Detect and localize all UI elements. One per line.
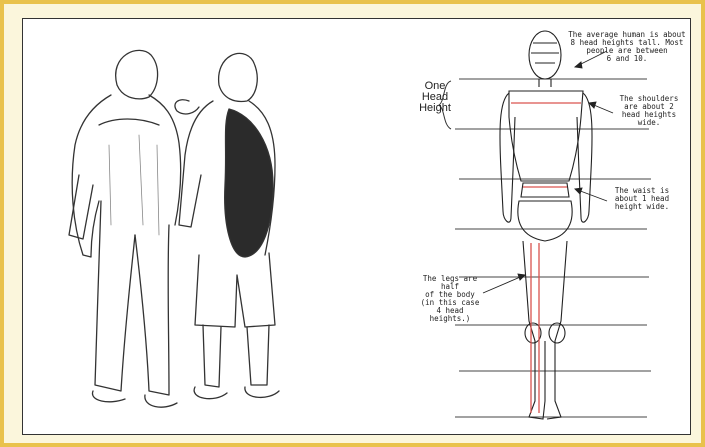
annotation-waist: The waist is about 1 head height wide. — [607, 187, 677, 211]
mannequin-figure — [500, 31, 592, 419]
annotation-shoulders: The shoulders are about 2 head heights w… — [613, 95, 685, 127]
annotation-average-height: The average human is about 8 head height… — [565, 31, 689, 63]
annotation-arrows — [483, 51, 613, 293]
illustration-panel: One Head Height The average human is abo… — [22, 18, 691, 435]
person-left-figure — [69, 50, 181, 407]
proportion-red-lines — [511, 103, 581, 413]
head-height-label: One Head Height — [415, 81, 455, 114]
annotation-legs: The legs are half of the body (in this c… — [415, 275, 485, 323]
person-right-figure — [175, 53, 279, 398]
two-people-sketch — [39, 25, 299, 425]
head-height-guidelines — [455, 79, 651, 417]
